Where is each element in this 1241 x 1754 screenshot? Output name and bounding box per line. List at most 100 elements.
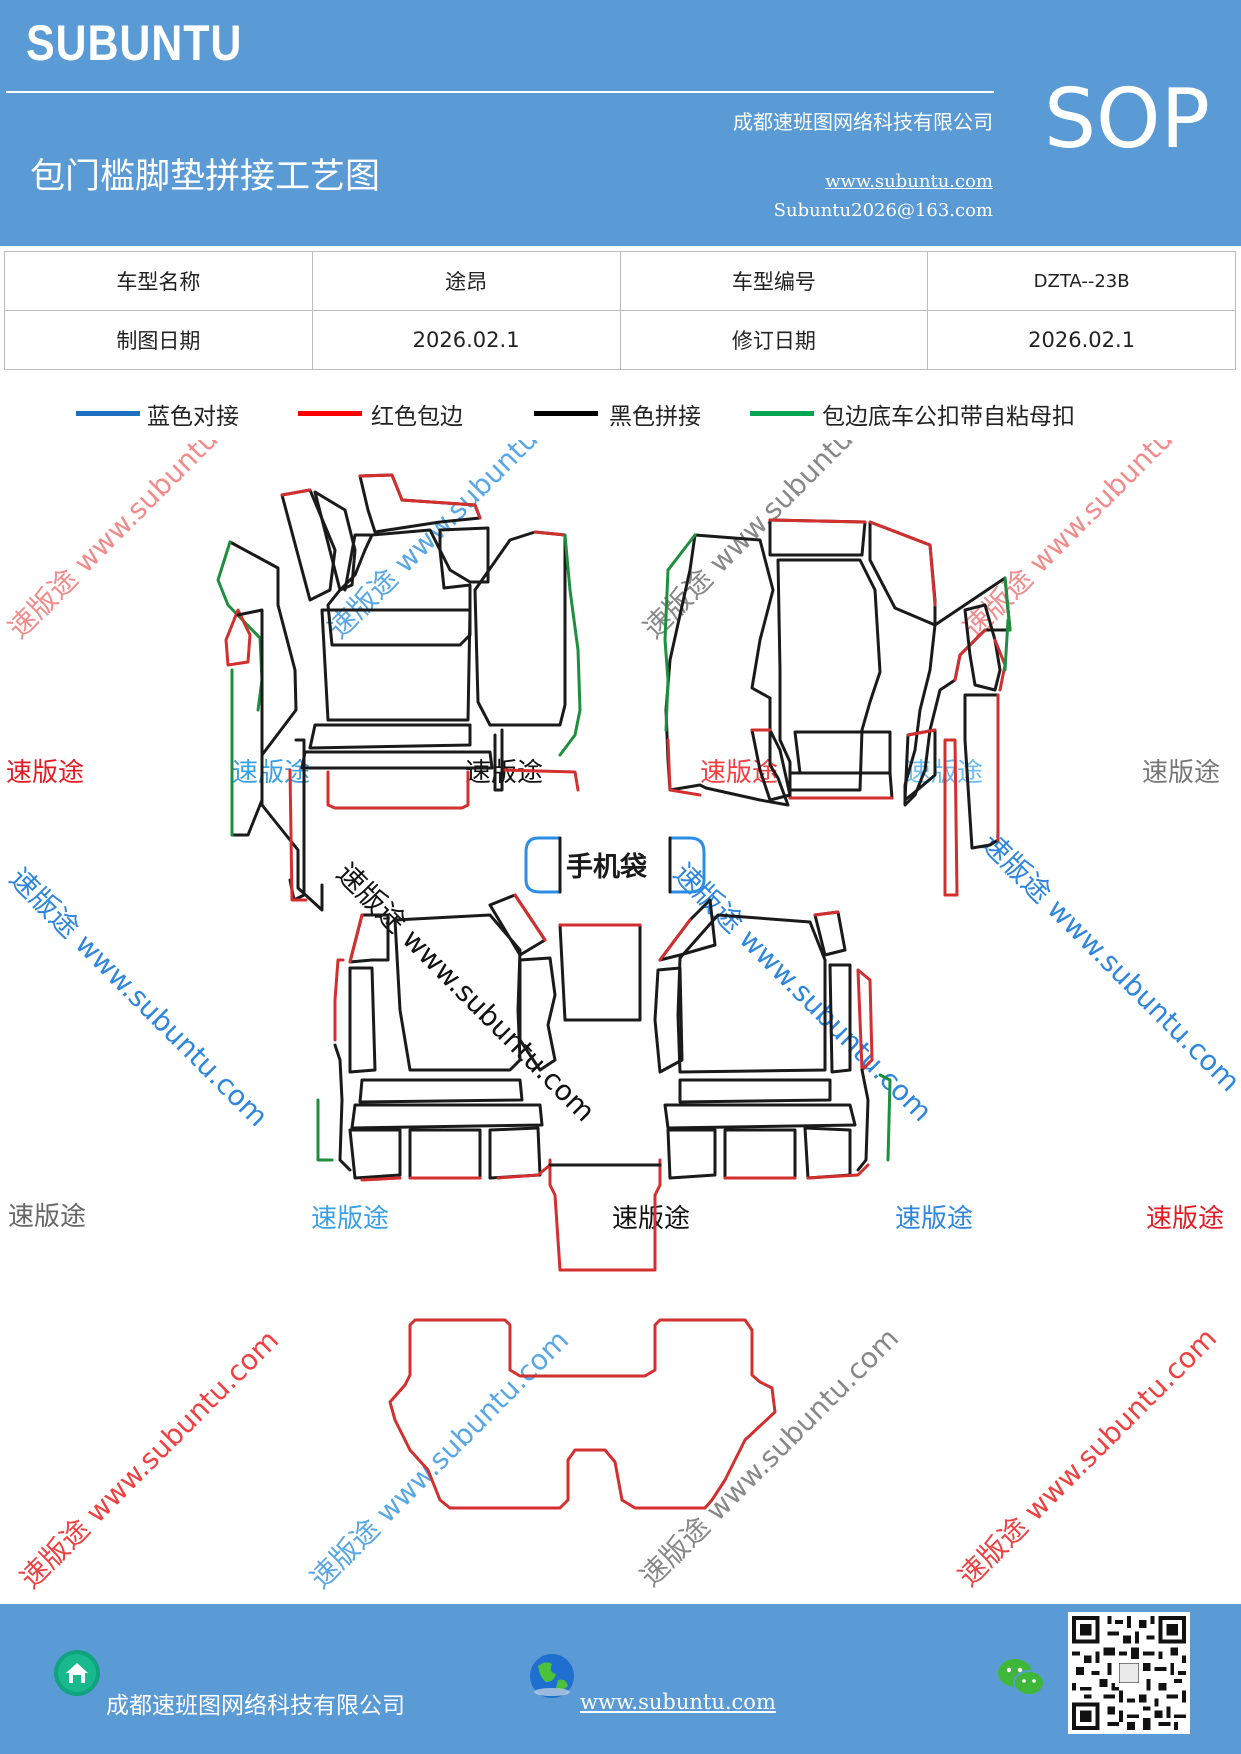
panel <box>326 528 472 647</box>
globe-icon <box>530 1654 574 1698</box>
watermark: 速版途 <box>1142 758 1220 788</box>
tunnel-skirt <box>548 1158 662 1272</box>
watermark: 速版途 <box>895 1204 973 1234</box>
band <box>358 1078 524 1104</box>
panel-edge <box>868 520 937 607</box>
band <box>678 1078 832 1104</box>
panel-edge <box>663 533 697 732</box>
email-address: Subuntu2026@163.com <box>773 200 993 221</box>
phone-bag-left <box>524 836 562 894</box>
watermark: 速版途 <box>311 1204 389 1234</box>
band <box>663 1103 857 1130</box>
block <box>803 1126 852 1180</box>
company-name: 成都速班图网络科技有限公司 <box>733 110 993 134</box>
front-left-mat <box>216 473 582 912</box>
website-link[interactable]: www.subuntu.com <box>825 171 993 192</box>
watermark: 速版途 www.subuntu.com <box>3 862 275 1134</box>
watermark: 速版途 <box>6 758 84 788</box>
watermark: 速版途 www.subuntu.com <box>330 857 602 1129</box>
panel <box>768 518 867 557</box>
wechat-icon <box>998 1659 1045 1696</box>
side-edge <box>558 533 582 757</box>
watermark: 速版途 www.subuntu.com <box>637 440 909 645</box>
strip <box>856 968 874 1072</box>
panel <box>343 533 372 592</box>
band <box>350 1103 544 1130</box>
table-cell: 修订日期 <box>619 310 929 370</box>
legend-label: 包边底车公扣带自粘母扣 <box>822 404 1075 430</box>
strip <box>333 1043 352 1172</box>
phone-bag-right <box>668 836 706 894</box>
tab-edge <box>503 768 580 792</box>
table-cell: 车型编号 <box>619 251 929 311</box>
legend-label: 黑色拼接 <box>609 404 701 430</box>
floor-mat-diagram: 速版途 www.subuntu.com 速版途 www.subuntu.com … <box>2 440 1241 1595</box>
header-divider <box>6 91 994 93</box>
floor-panel <box>793 730 892 775</box>
block <box>348 1128 402 1180</box>
sill-edge <box>224 608 252 667</box>
rear-strip-edge <box>288 768 308 902</box>
watermark: 速版途 <box>700 758 778 788</box>
info-table: 车型名称 途昂 车型编号 DZTA--23B 制图日期 2026.02.1 修订… <box>4 251 1236 370</box>
watermark: 速版途 www.subuntu.com <box>667 857 939 1129</box>
panel <box>653 966 684 1074</box>
watermark: 速版途 <box>612 1204 690 1234</box>
block <box>723 1128 797 1180</box>
panel <box>393 913 522 1072</box>
table-cell: 车型名称 <box>4 251 313 311</box>
table-cell: DZTA--23B <box>927 251 1236 311</box>
watermarks: 速版途 www.subuntu.com 速版途 www.subuntu.com … <box>2 440 1241 1595</box>
footer-website-link[interactable]: www.subuntu.com <box>580 1690 776 1714</box>
panel <box>776 558 882 792</box>
block <box>408 1128 482 1180</box>
panel <box>868 520 937 627</box>
legend: 蓝色对接 红色包边 黑色拼接 包边底车公扣带自粘母扣 <box>0 404 1241 445</box>
table-row: 制图日期 2026.02.1 修订日期 2026.02.1 <box>4 310 1236 370</box>
watermark: 速版途 www.subuntu.com <box>322 440 594 645</box>
watermark: 速版途 www.subuntu.com <box>304 1323 576 1595</box>
watermark: 速版途 www.subuntu.com <box>14 1323 286 1595</box>
block-edge <box>496 1163 552 1180</box>
watermark: 速版途 <box>232 758 310 788</box>
footer-company: 成都速班图网络科技有限公司 <box>106 1693 405 1719</box>
band <box>788 771 894 800</box>
home-icon <box>54 1650 100 1696</box>
panel <box>903 576 1012 807</box>
table-cell: 途昂 <box>311 251 621 311</box>
panel-edge <box>513 893 547 942</box>
third-row-mat <box>388 1318 777 1510</box>
watermark: 速版途 <box>1146 1204 1224 1234</box>
legend-label: 红色包边 <box>371 404 463 430</box>
legend-label: 蓝色对接 <box>147 404 239 430</box>
strip-green <box>878 1073 892 1162</box>
panel <box>313 490 357 592</box>
panel-edge <box>813 910 840 917</box>
legend-swatch-red <box>298 411 362 416</box>
phone-bag: 手机袋 <box>524 836 706 894</box>
panel-edge <box>280 488 312 497</box>
strip <box>333 958 345 1042</box>
watermark: 速版途 www.subuntu.com <box>634 1321 906 1593</box>
watermark: 速版途 <box>8 1202 86 1232</box>
sop-badge: SOP <box>1044 72 1211 167</box>
qr-code <box>1068 1612 1190 1734</box>
panel-edge <box>768 518 867 524</box>
front-right-mat <box>663 518 1012 897</box>
side-tab-edge <box>906 728 937 737</box>
brand-logo: SUBUNTU <box>26 15 243 71</box>
block <box>488 1126 542 1180</box>
phone-bag-label: 手机袋 <box>566 852 648 883</box>
second-row-mat <box>316 893 892 1272</box>
block <box>666 1128 717 1180</box>
door-strip-edge <box>1003 618 1010 672</box>
rear-mat <box>388 1318 777 1510</box>
strip <box>856 1068 870 1172</box>
panel-edge <box>358 473 482 520</box>
panel-edge <box>666 738 702 797</box>
band <box>308 723 472 750</box>
header: SUBUNTU 成都速班图网络科技有限公司 包门槛脚垫拼接工艺图 www.sub… <box>0 0 1241 246</box>
legend-swatch-blue <box>76 411 140 416</box>
panel-edge <box>658 918 692 962</box>
block-edge <box>806 1163 870 1180</box>
